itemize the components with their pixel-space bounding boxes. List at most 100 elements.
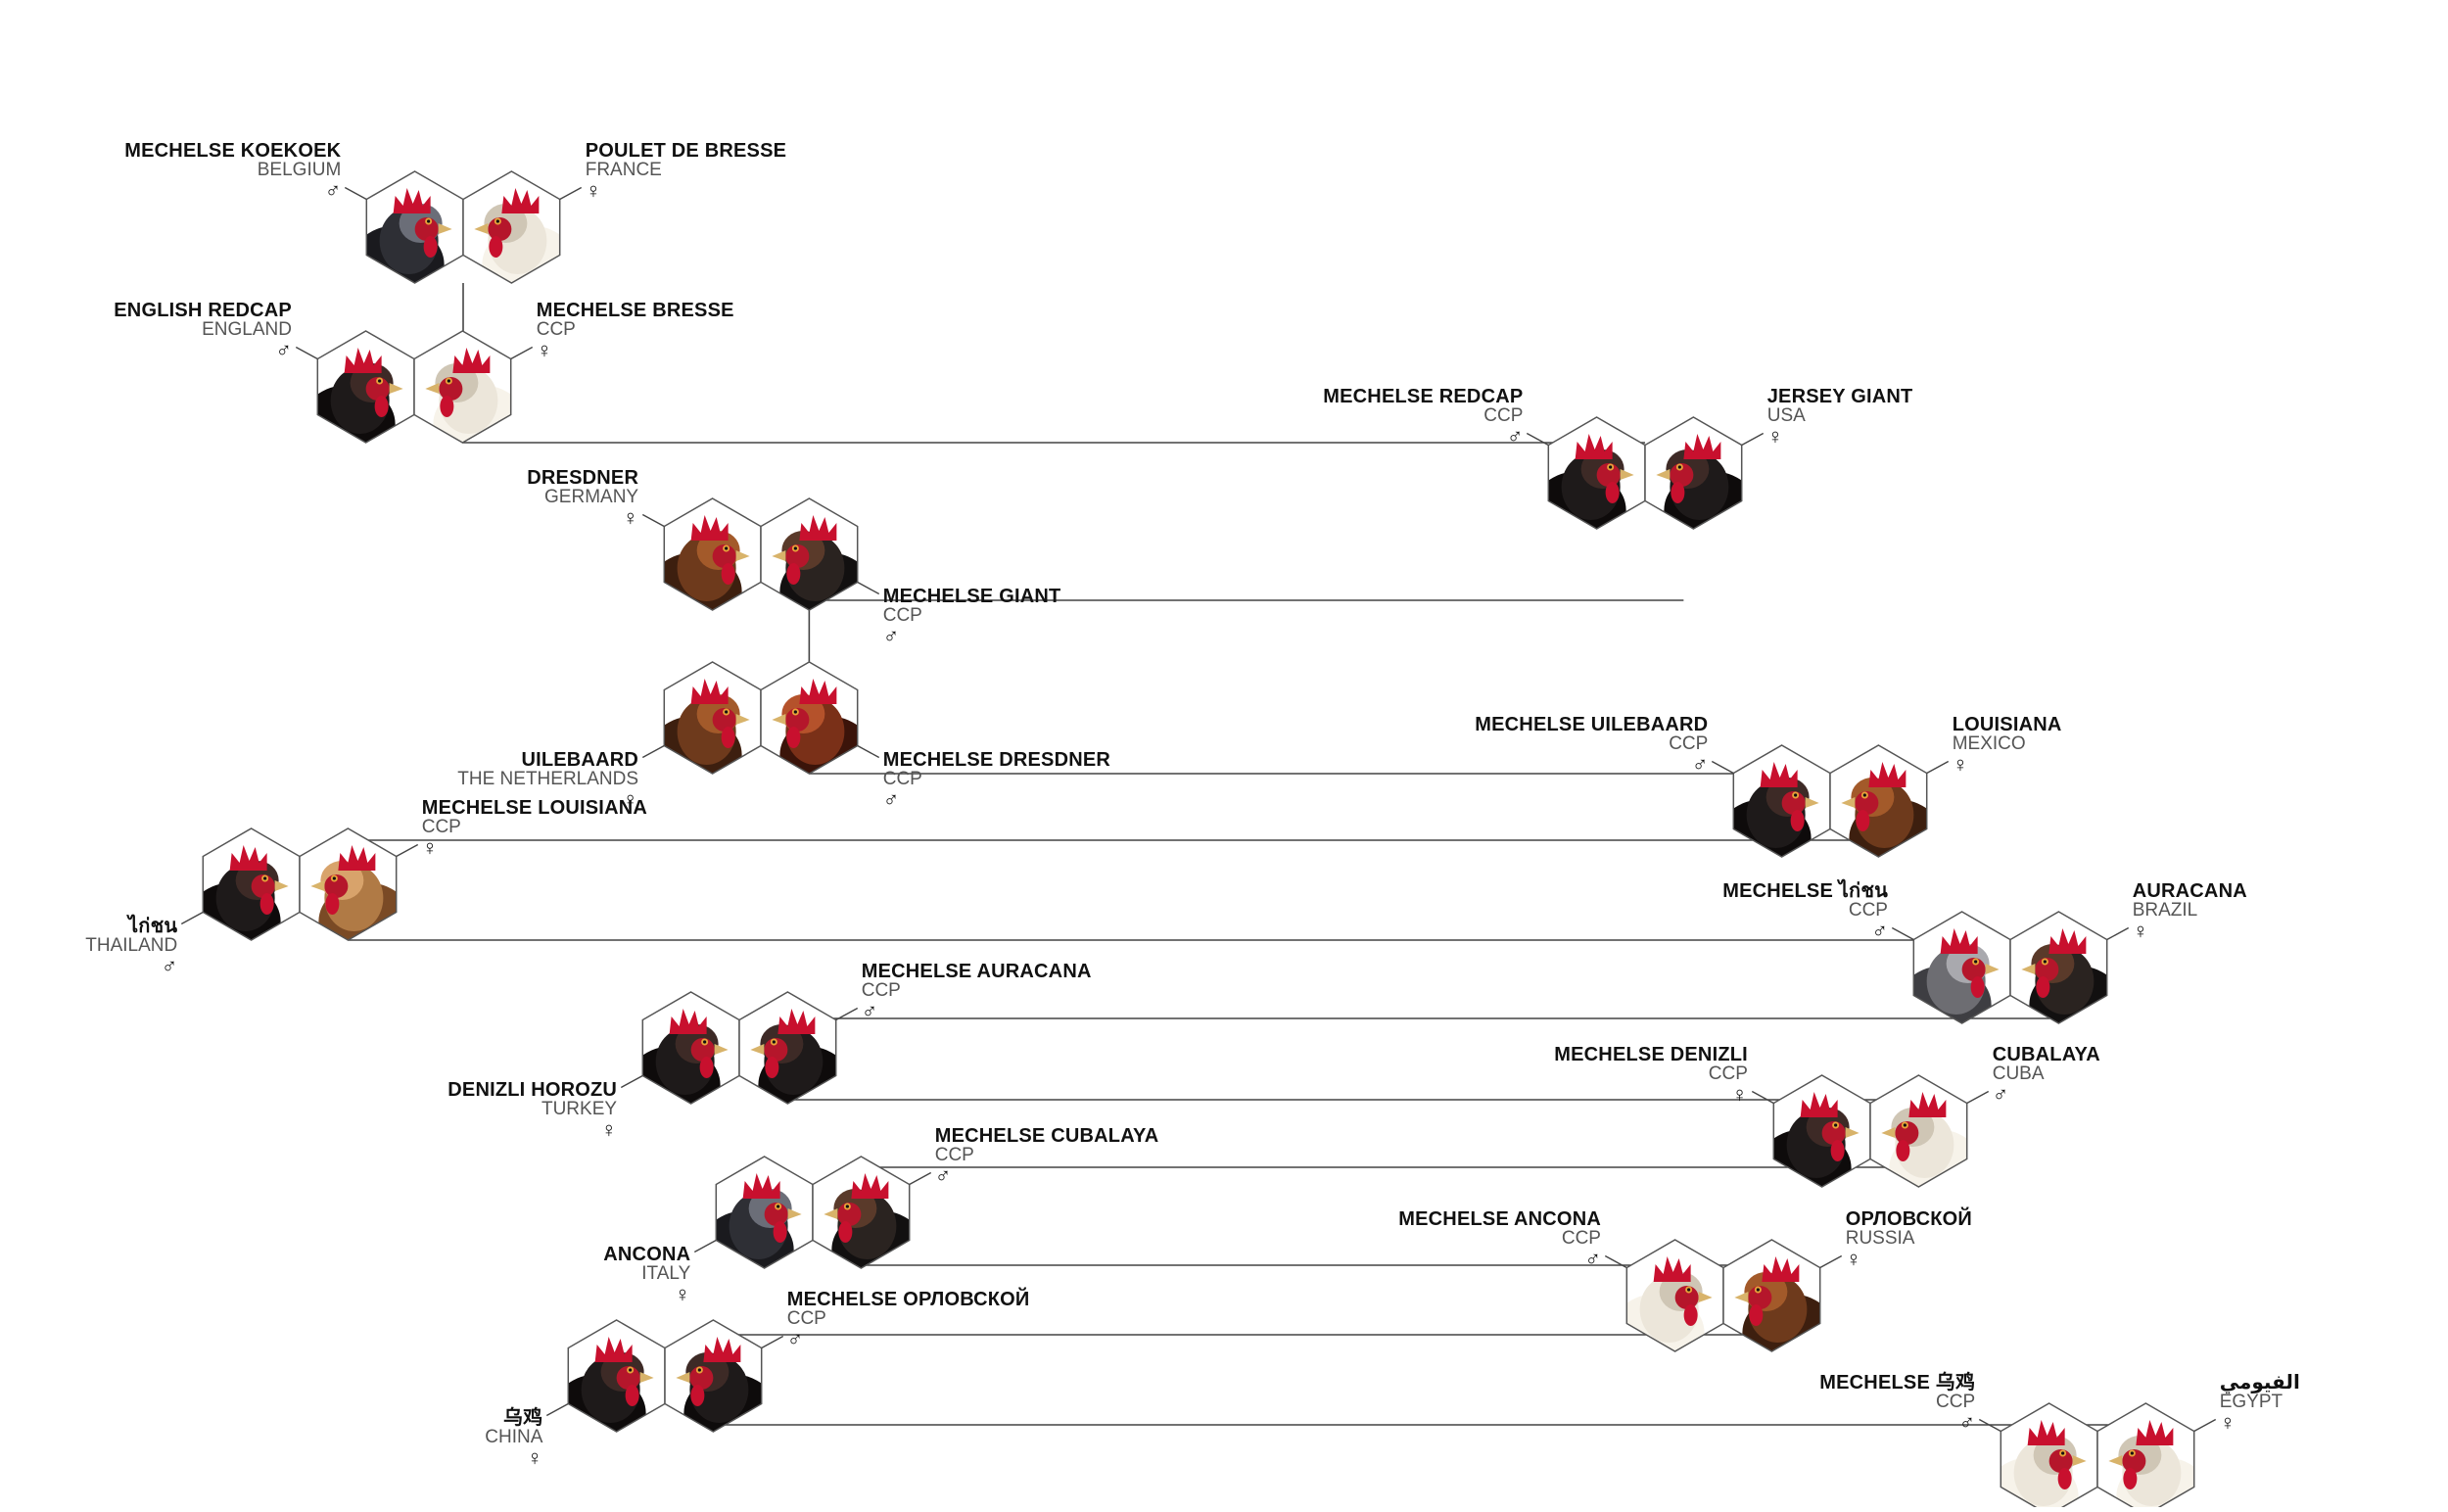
chicken-portrait xyxy=(2108,1420,2194,1512)
female-symbol-icon: ♀ xyxy=(421,834,439,860)
hexagon-right xyxy=(1869,1074,1968,1188)
breed-name: 乌鸡 xyxy=(502,1406,543,1429)
hexagon-left xyxy=(1625,1239,1724,1352)
breed-name: MECHELSE UILEBAARD xyxy=(1475,713,1709,735)
female-symbol-icon: ♀ xyxy=(536,337,553,362)
chicken-portrait xyxy=(2001,1420,2087,1512)
female-symbol-icon: ♀ xyxy=(1766,423,1784,449)
label-leader-line xyxy=(545,1402,569,1417)
breed-origin: CCP xyxy=(1848,899,1888,921)
female-symbol-icon: ♀ xyxy=(674,1281,691,1306)
chicken-portrait xyxy=(317,348,403,443)
hexagon-right xyxy=(738,991,837,1105)
breed-origin: CCP xyxy=(1936,1391,1976,1412)
hexagon-right xyxy=(462,170,561,284)
breed-name: JERSEY GIANT xyxy=(1766,385,1913,407)
chicken-portrait xyxy=(772,679,858,774)
breed-pair-p4 xyxy=(641,497,880,611)
breed-pair-p14 xyxy=(1978,1402,2217,1512)
chicken-portrait xyxy=(824,1173,910,1268)
label-leader-line xyxy=(2193,1418,2217,1433)
hexagon-right xyxy=(812,1156,911,1269)
breed-origin: MEXICO xyxy=(1952,732,2026,754)
male-symbol-icon: ♂ xyxy=(786,1326,804,1351)
chicken-portrait xyxy=(568,1337,654,1432)
label-leader-line xyxy=(909,1171,932,1186)
breed-origin: CCP xyxy=(861,979,901,1001)
male-symbol-icon: ♂ xyxy=(161,953,178,978)
breed-origin: CCP xyxy=(1708,1063,1748,1084)
label-leader-line xyxy=(1819,1254,1843,1269)
female-symbol-icon: ♀ xyxy=(622,504,639,530)
label-leader-line xyxy=(1751,1090,1774,1105)
hexagon-left xyxy=(567,1319,666,1433)
chicken-portrait xyxy=(310,845,397,940)
male-symbol-icon: ♂ xyxy=(1958,1409,1976,1435)
breed-name: MECHELSE DRESDNER xyxy=(882,748,1111,771)
breed-name: MECHELSE LOUISIANA xyxy=(421,796,647,819)
female-symbol-icon: ♀ xyxy=(622,786,639,812)
female-symbol-icon: ♀ xyxy=(1845,1246,1862,1271)
breed-name: MECHELSE BRESSE xyxy=(536,299,734,321)
female-symbol-icon: ♀ xyxy=(2132,918,2149,943)
breed-pair-p5 xyxy=(641,661,880,775)
breed-origin: USA xyxy=(1766,404,1806,426)
label-leader-line xyxy=(559,186,583,201)
hexagon-left xyxy=(1547,416,1646,530)
breed-name: MECHELSE DENIZLI xyxy=(1554,1043,1748,1065)
female-symbol-icon: ♀ xyxy=(600,1116,618,1142)
chicken-portrait xyxy=(425,348,511,443)
hexagon-right xyxy=(413,330,512,444)
breed-origin: FRANCE xyxy=(585,159,662,180)
label-leader-line xyxy=(1978,1418,2001,1433)
breed-name: MECHELSE ANCONA xyxy=(1398,1207,1601,1230)
label-leader-line xyxy=(761,1335,784,1349)
chicken-portrait xyxy=(1656,434,1742,529)
breed-origin: CCP xyxy=(1669,732,1709,754)
breed-name: DENIZLI HOROZU xyxy=(447,1078,618,1101)
label-leader-line xyxy=(857,744,880,759)
breed-name: الفيومي xyxy=(2219,1371,2300,1394)
breed-origin: CCP xyxy=(882,768,922,789)
male-symbol-icon: ♂ xyxy=(882,786,900,812)
breed-name: POULET DE BRESSE xyxy=(585,139,787,162)
breed-name: CUBALAYA xyxy=(1992,1043,2100,1065)
chicken-portrait xyxy=(1913,928,2000,1023)
breed-name: ENGLISH REDCAP xyxy=(114,299,292,321)
breed-pair-p13 xyxy=(545,1319,784,1433)
breed-origin: GERMANY xyxy=(544,486,639,507)
breed-name: ไก่ชน xyxy=(128,915,178,937)
label-leader-line xyxy=(641,513,665,528)
breed-origin: CCP xyxy=(1561,1227,1601,1249)
breed-name: MECHELSE REDCAP xyxy=(1323,385,1524,407)
hexagon-right xyxy=(1644,416,1743,530)
hexagon-right xyxy=(2096,1402,2195,1512)
breed-origin: ITALY xyxy=(641,1262,691,1284)
chicken-portrait xyxy=(642,1009,729,1104)
hexagon-left xyxy=(663,661,762,775)
label-leader-line xyxy=(344,186,367,201)
male-symbol-icon: ♂ xyxy=(861,998,878,1023)
label-leader-line xyxy=(180,911,204,925)
hexagon-left xyxy=(1732,744,1831,858)
label-leader-line xyxy=(1711,760,1734,775)
breed-origin: CCP xyxy=(421,816,461,837)
hexagon-right xyxy=(760,497,859,611)
breed-pair-p6 xyxy=(1711,744,1950,858)
breed-origin: CCP xyxy=(536,318,576,340)
label-leader-line xyxy=(2106,926,2130,941)
